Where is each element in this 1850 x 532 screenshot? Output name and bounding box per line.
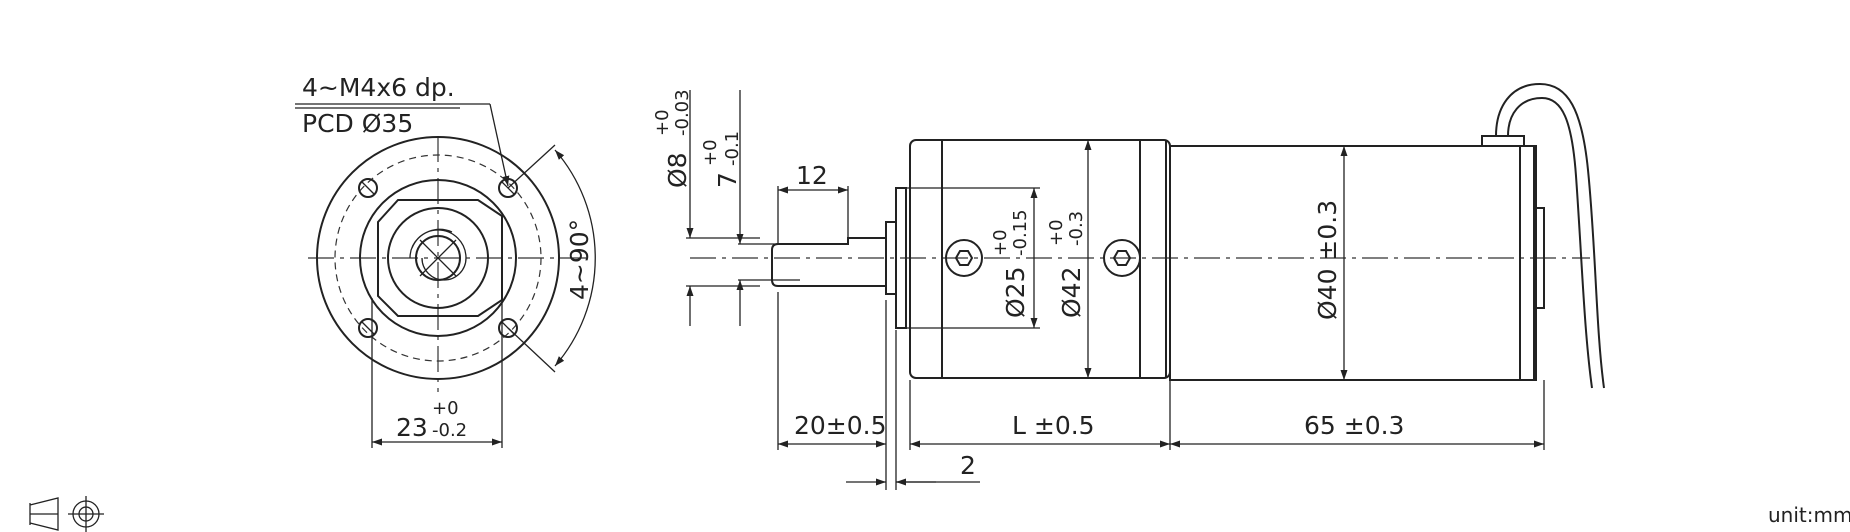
third-angle-circle-icon	[68, 496, 104, 532]
pcd-label: PCD Ø35	[302, 109, 413, 138]
angle-label: 4~90°	[565, 219, 594, 300]
hex-screw	[1103, 239, 1141, 277]
unit-label: unit:mm	[1768, 503, 1850, 527]
gearbox-dia-tol-lower: -0.3	[1066, 211, 1087, 246]
gearbox-dia-tol-upper: +0	[1046, 219, 1067, 246]
third-angle-cone-icon	[29, 497, 59, 531]
pcd-circle	[334, 154, 542, 362]
cable-grommet	[1481, 135, 1525, 147]
seal-ring	[387, 207, 489, 309]
shaft-detail	[409, 228, 467, 281]
lead-wire	[1507, 96, 1593, 389]
front-view: 4~M4x6 dp. PCD Ø35 4~90° 23 +0 -0.2	[295, 73, 596, 448]
motor-body	[1169, 145, 1535, 381]
hole-spec-label: 4~M4x6 dp.	[302, 73, 455, 102]
gearbox-body	[909, 139, 1171, 379]
mounting-hole	[358, 178, 378, 198]
motor-length: 65 ±0.3	[1304, 411, 1404, 440]
gearbox-length: L ±0.5	[1012, 411, 1095, 440]
shaft-dia-tol-lower: -0.03	[672, 89, 693, 136]
shaft-end	[415, 235, 461, 281]
width-tol-lower: -0.2	[432, 420, 467, 441]
shaft-dia-nominal: Ø8	[663, 152, 692, 188]
width-tol-upper: +0	[432, 398, 459, 419]
pilot-length: 2	[960, 451, 976, 480]
gearbox-dia-nominal: Ø42	[1057, 267, 1086, 319]
flat-nominal: 7	[713, 172, 742, 188]
pilot-dia-tol-lower: -0.15	[1010, 209, 1031, 256]
hex-screw	[945, 239, 983, 277]
rear-boss	[1535, 207, 1545, 309]
pilot	[895, 187, 907, 329]
output-shaft	[771, 237, 887, 287]
key-length: 12	[796, 161, 828, 190]
shaft-length: 20±0.5	[794, 411, 887, 440]
flat-tol-upper: +0	[700, 139, 721, 166]
projection-symbol	[29, 496, 104, 532]
shaft-dia-tol-upper: +0	[652, 109, 673, 136]
pilot-boss	[359, 179, 517, 337]
lead-wire	[1495, 82, 1605, 389]
pilot-dia-tol-upper: +0	[990, 229, 1011, 256]
side-view: Ø8 +0 -0.03 7 +0 -0.1 12 Ø25 +0 -0.15 Ø4…	[652, 82, 1605, 490]
width-nominal: 23	[396, 413, 428, 442]
motor-dia: Ø40 ±0.3	[1313, 200, 1342, 320]
pilot-dia-nominal: Ø25	[1001, 267, 1030, 319]
flat-tol-lower: -0.1	[722, 131, 743, 166]
